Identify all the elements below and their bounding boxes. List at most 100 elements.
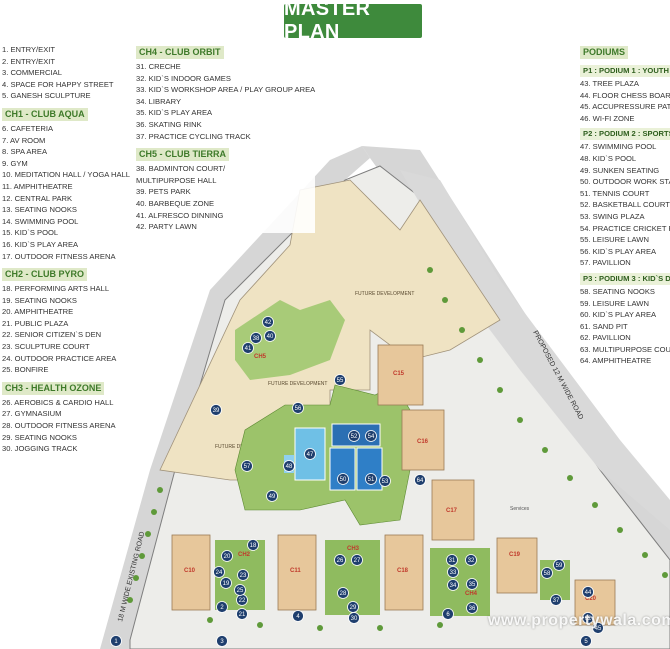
p2-heading: P2 : PODIUM 2 : SPORTS A [580, 128, 670, 141]
map-marker: 2 [216, 601, 228, 613]
general-list: 1. ENTRY/EXIT 2. ENTRY/EXIT 3. COMMERCIA… [2, 44, 130, 102]
legend-item: 30. JOGGING TRACK [2, 444, 78, 454]
map-marker-circle [337, 587, 349, 599]
map-marker-circle [292, 402, 304, 414]
legend-item: 38. BADMINTON COURT/ [136, 164, 226, 174]
map-marker-circle [283, 460, 295, 472]
map-marker-label: 28 [340, 591, 347, 597]
map-marker-circle [250, 332, 262, 344]
legend-item: 32. KID`S INDOOR GAMES [136, 73, 231, 83]
legend-item: 44. FLOOR CHESS BOARD [580, 90, 670, 100]
map-marker-label: 62 [585, 616, 592, 622]
map-marker-label: 26 [337, 558, 344, 564]
map-marker-label: 32 [468, 558, 475, 564]
map-marker-circle [365, 473, 377, 485]
legend-item: 1. ENTRY/EXIT [2, 45, 56, 54]
legend-item: 25. BONFIRE [2, 365, 49, 375]
map-marker-circle [234, 584, 246, 596]
map-marker-label: 56 [295, 406, 302, 412]
legend-item: 2. ENTRY/EXIT [2, 56, 56, 66]
legend-column-1: 1. ENTRY/EXIT 2. ENTRY/EXIT 3. COMMERCIA… [2, 44, 130, 455]
map-marker: 6 [442, 608, 454, 620]
legend-item: 7. AV ROOM [2, 135, 46, 145]
map-marker-circle [337, 473, 349, 485]
legend-item: 34. LIBRARY [136, 96, 182, 106]
ch1-heading: CH1 - CLUB AQUA [2, 107, 88, 121]
map-marker-label: 2 [220, 605, 224, 611]
map-marker-label: 5 [584, 639, 588, 645]
legend-item: 26. AEROBICS & CARDIO HALL [2, 397, 114, 407]
legend-item: 52. BASKETBALL COURT [580, 200, 670, 210]
existing-road [100, 146, 370, 649]
legend-item: 57. PAVILLION [580, 258, 631, 268]
map-marker-label: 64 [417, 478, 424, 484]
map-marker-label: 19 [223, 581, 230, 587]
map-marker-label: 20 [224, 554, 231, 560]
tower-label-c17: C17 [446, 508, 458, 514]
legend-item: 41. ALFRESCO DINNING [136, 210, 224, 220]
map-marker: 4 [292, 610, 304, 622]
map-marker: 31 [446, 554, 458, 566]
legend-item: 60. KID`S PLAY AREA [580, 310, 657, 320]
map-marker-label: 54 [368, 434, 375, 440]
tower-label-c18: C18 [397, 568, 409, 574]
podiums-heading: PODIUMS [580, 46, 629, 59]
map-marker-label: 1 [114, 639, 118, 645]
legend-item: 37. PRACTICE CYCLING TRACK [136, 131, 251, 141]
map-marker-label: 57 [244, 464, 251, 470]
map-marker-circle [241, 460, 253, 472]
map-marker-circle [221, 550, 233, 562]
map-marker-label: 42 [265, 320, 272, 326]
tower-label-c20: C20 [585, 596, 597, 602]
tree-border [127, 267, 668, 631]
map-marker-circle [110, 635, 122, 647]
map-marker-label: 34 [450, 583, 457, 589]
map-marker-circle [334, 374, 346, 386]
map-marker: 24 [213, 566, 225, 578]
p2-list: 47. SWIMMING POOL 48. KID`S POOL 49. SUN… [580, 141, 670, 269]
map-marker: 57 [241, 460, 253, 472]
legend-item: 62. PAVILLION [580, 333, 631, 343]
map-marker-label: 31 [449, 558, 456, 564]
map-marker-label: 36 [469, 606, 476, 612]
map-marker: 52 [348, 430, 360, 442]
map-marker-label: 49 [269, 494, 276, 500]
map-marker-label: 47 [307, 452, 314, 458]
tower-label-c16: C16 [417, 439, 429, 445]
map-marker-label: 22 [239, 598, 246, 604]
tower-c19 [496, 537, 538, 594]
map-marker: 62 [582, 612, 594, 624]
map-marker: 1 [110, 635, 122, 647]
tower-label-c19: C19 [509, 552, 521, 558]
map-marker: 32 [465, 554, 477, 566]
map-marker: 56 [292, 402, 304, 414]
map-marker: 54 [365, 430, 377, 442]
legend-item: 3. COMMERCIAL [2, 68, 62, 78]
p3-list: 58. SEATING NOOKS 59. LEISURE LAWN 60. K… [580, 286, 670, 367]
map-marker: 25 [234, 584, 246, 596]
map-marker-label: 25 [237, 588, 244, 594]
map-marker-circle [466, 602, 478, 614]
legend-item: 11. AMPHITHEATRE [2, 181, 73, 191]
legend-item: 16. KID`S PLAY AREA [2, 239, 79, 249]
map-marker-circle [210, 404, 222, 416]
map-marker-label: 37 [553, 598, 560, 604]
map-marker: 26 [334, 554, 346, 566]
map-marker-circle [237, 569, 249, 581]
map-marker: 28 [337, 587, 349, 599]
legend-item: 45. ACCUPRESSURE PATH [580, 102, 670, 112]
map-marker-label: 55 [337, 378, 344, 384]
map-marker: 18 [247, 539, 259, 551]
map-marker-circle [447, 579, 459, 591]
ch5-list: 38. BADMINTON COURT/ MULTIPURPOSE HALL 3… [136, 163, 315, 233]
legend-column-3: PODIUMS P1 : PODIUM 1 : YOUTH ZO 43. TRE… [580, 46, 670, 368]
map-marker-circle [592, 622, 604, 634]
map-marker: 48 [283, 460, 295, 472]
map-marker: 49 [266, 490, 278, 502]
tower-c17 [431, 479, 475, 541]
legend-item: 17. OUTDOOR FITNESS ARENA [2, 251, 116, 261]
map-marker-circle [582, 612, 594, 624]
legend-item: 40. BARBEQUE ZONE [136, 198, 215, 208]
map-marker-label: 18 [250, 543, 257, 549]
